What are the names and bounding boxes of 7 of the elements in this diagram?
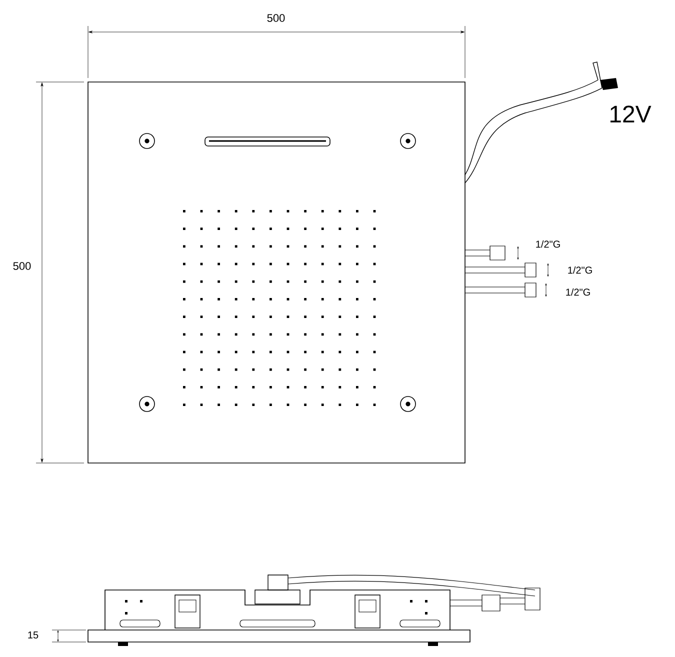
dimension-label: 15 — [28, 632, 38, 638]
dimension-label: 1/2"G — [566, 288, 590, 296]
dimension-label: 1/2"G — [568, 266, 592, 274]
dimension-label: 1/2"G — [536, 240, 560, 248]
dimension-label: 500 — [13, 262, 31, 270]
voltage-label: 12V — [610, 106, 652, 122]
dimension-label: 500 — [267, 14, 285, 22]
